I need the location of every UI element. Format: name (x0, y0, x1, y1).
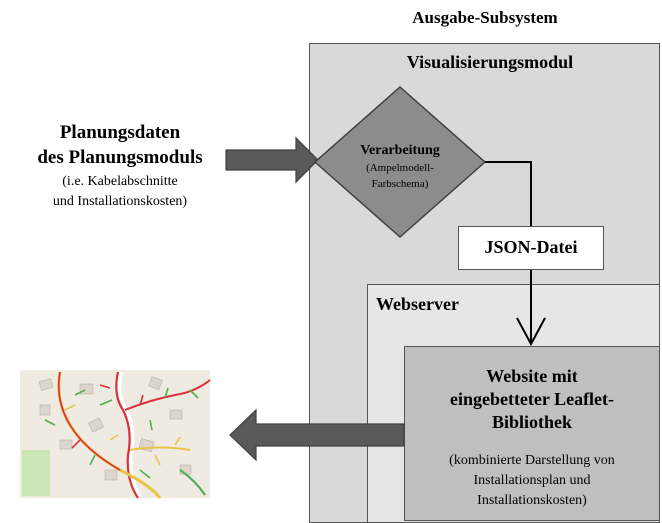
json-file-box: JSON-Datei (458, 226, 604, 270)
input-description: Planungsdaten des Planungsmoduls (i.e. K… (20, 120, 220, 212)
website-title-line3: Bibliothek (491, 412, 573, 432)
processing-title: Verarbeitung (360, 143, 440, 158)
website-subtitle: (kombinierte Darstellung von Installatio… (404, 451, 660, 511)
processing-diamond (313, 85, 487, 239)
website-title-line2: eingebetteter Leaflet- (449, 389, 615, 409)
input-arrow (225, 136, 319, 184)
webserver-label: Webserver (376, 294, 459, 314)
website-sub-line2: Installationsplan und (473, 473, 591, 488)
input-sub1: (i.e. Kabelabschnitte (62, 174, 178, 189)
input-line2: des Planungsmoduls (37, 147, 203, 168)
website-title: Website mit eingebetteter Leaflet- Bibli… (404, 365, 660, 434)
website-sub-line3: Installationskosten) (477, 493, 587, 508)
processing-label: Verarbeitung (Ampelmodell- Farbschema) (335, 142, 465, 192)
visualisierungsmodul-label: Visualisierungsmodul (406, 52, 574, 72)
processing-sub1: (Ampelmodell- (366, 162, 434, 174)
map-thumbnail-icon (20, 370, 211, 500)
input-line1: Planungsdaten (59, 122, 181, 143)
subsystem-title: Ausgabe-Subsystem (412, 8, 558, 27)
connector-diamond-json (485, 161, 532, 226)
processing-sub2: Farbschema) (371, 178, 429, 190)
output-arrow (229, 408, 405, 462)
website-title-line1: Website mit (486, 366, 578, 386)
input-sub2: und Installationskosten) (52, 194, 188, 209)
website-sub-line1: (kombinierte Darstellung von (449, 453, 615, 468)
connector-arrowhead (516, 317, 546, 347)
